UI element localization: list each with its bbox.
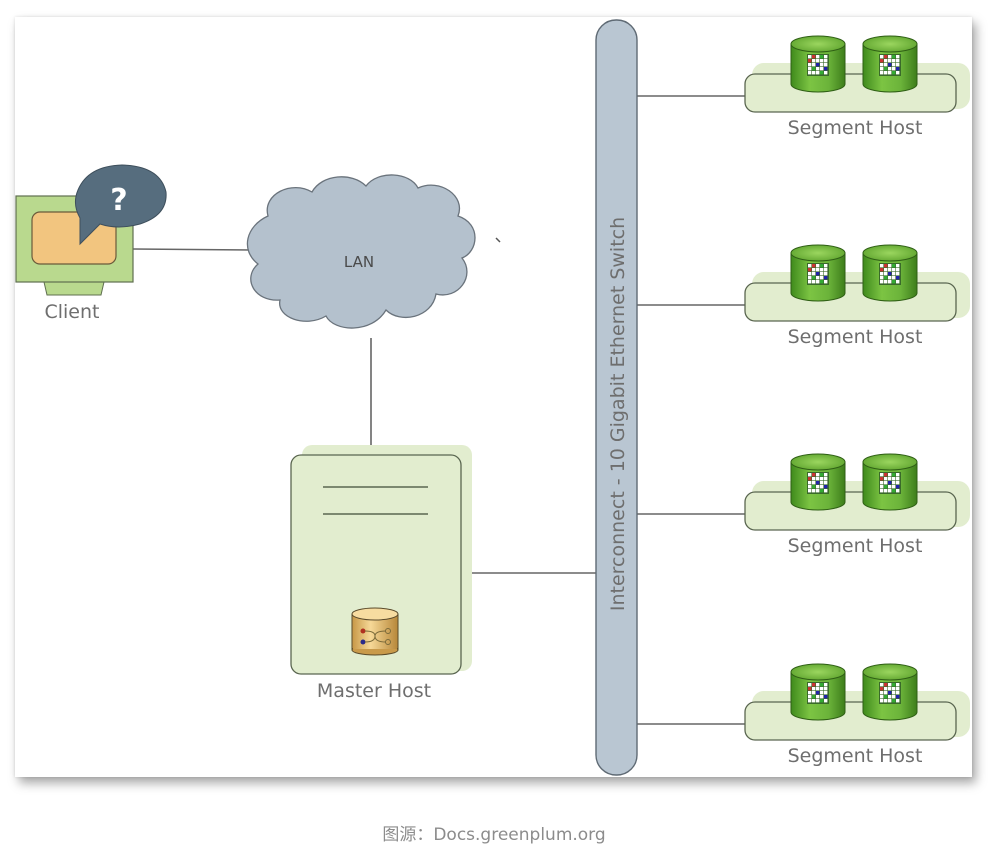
disk-icon (862, 35, 918, 93)
image-caption: 图源：Docs.greenplum.org (382, 825, 606, 845)
disk-icon (790, 35, 846, 93)
segment-host-box (744, 701, 957, 741)
switch-label: Interconnect - 10 Gigabit Ethernet Switc… (607, 217, 629, 611)
segment-host-label: Segment Host (788, 117, 923, 139)
question-mark-icon: ? (110, 183, 127, 218)
disk-icon (790, 453, 846, 511)
database-icon (351, 607, 399, 656)
cloud-icon (246, 174, 476, 329)
segment-host-2[interactable]: Segment Host (744, 244, 970, 348)
stray-mark (495, 237, 501, 243)
interconnect-switch[interactable]: Interconnect - 10 Gigabit Ethernet Switc… (595, 19, 638, 776)
disk-icon (790, 244, 846, 302)
segment-host-3[interactable]: Segment Host (744, 453, 970, 557)
client-lan-link (132, 248, 253, 251)
disk-icon (862, 663, 918, 721)
master-host-label: Master Host (317, 680, 431, 702)
question-bubble-icon: ? (74, 164, 167, 246)
disk-icon (862, 453, 918, 511)
segment-host-box (744, 73, 957, 113)
segment-host-4[interactable]: Segment Host (744, 663, 970, 767)
segment-host-box (744, 282, 957, 322)
diagram-frame (15, 17, 972, 777)
master-host-box (290, 454, 462, 675)
segment-host-label: Segment Host (788, 745, 923, 767)
connector-lines (132, 95, 746, 725)
lan-label: LAN (344, 253, 374, 271)
client-node[interactable]: ? Client (15, 164, 167, 323)
lan-cloud[interactable]: LAN (246, 174, 501, 329)
segment-host-label: Segment Host (788, 326, 923, 348)
segment-host-1[interactable]: Segment Host (744, 35, 970, 139)
segment-host-label: Segment Host (788, 535, 923, 557)
disk-icon (862, 244, 918, 302)
disk-icon (790, 663, 846, 721)
switch-bar (595, 19, 638, 776)
segment-host-box (744, 491, 957, 531)
client-label: Client (44, 301, 99, 323)
master-host-node[interactable]: Master Host (290, 445, 472, 702)
